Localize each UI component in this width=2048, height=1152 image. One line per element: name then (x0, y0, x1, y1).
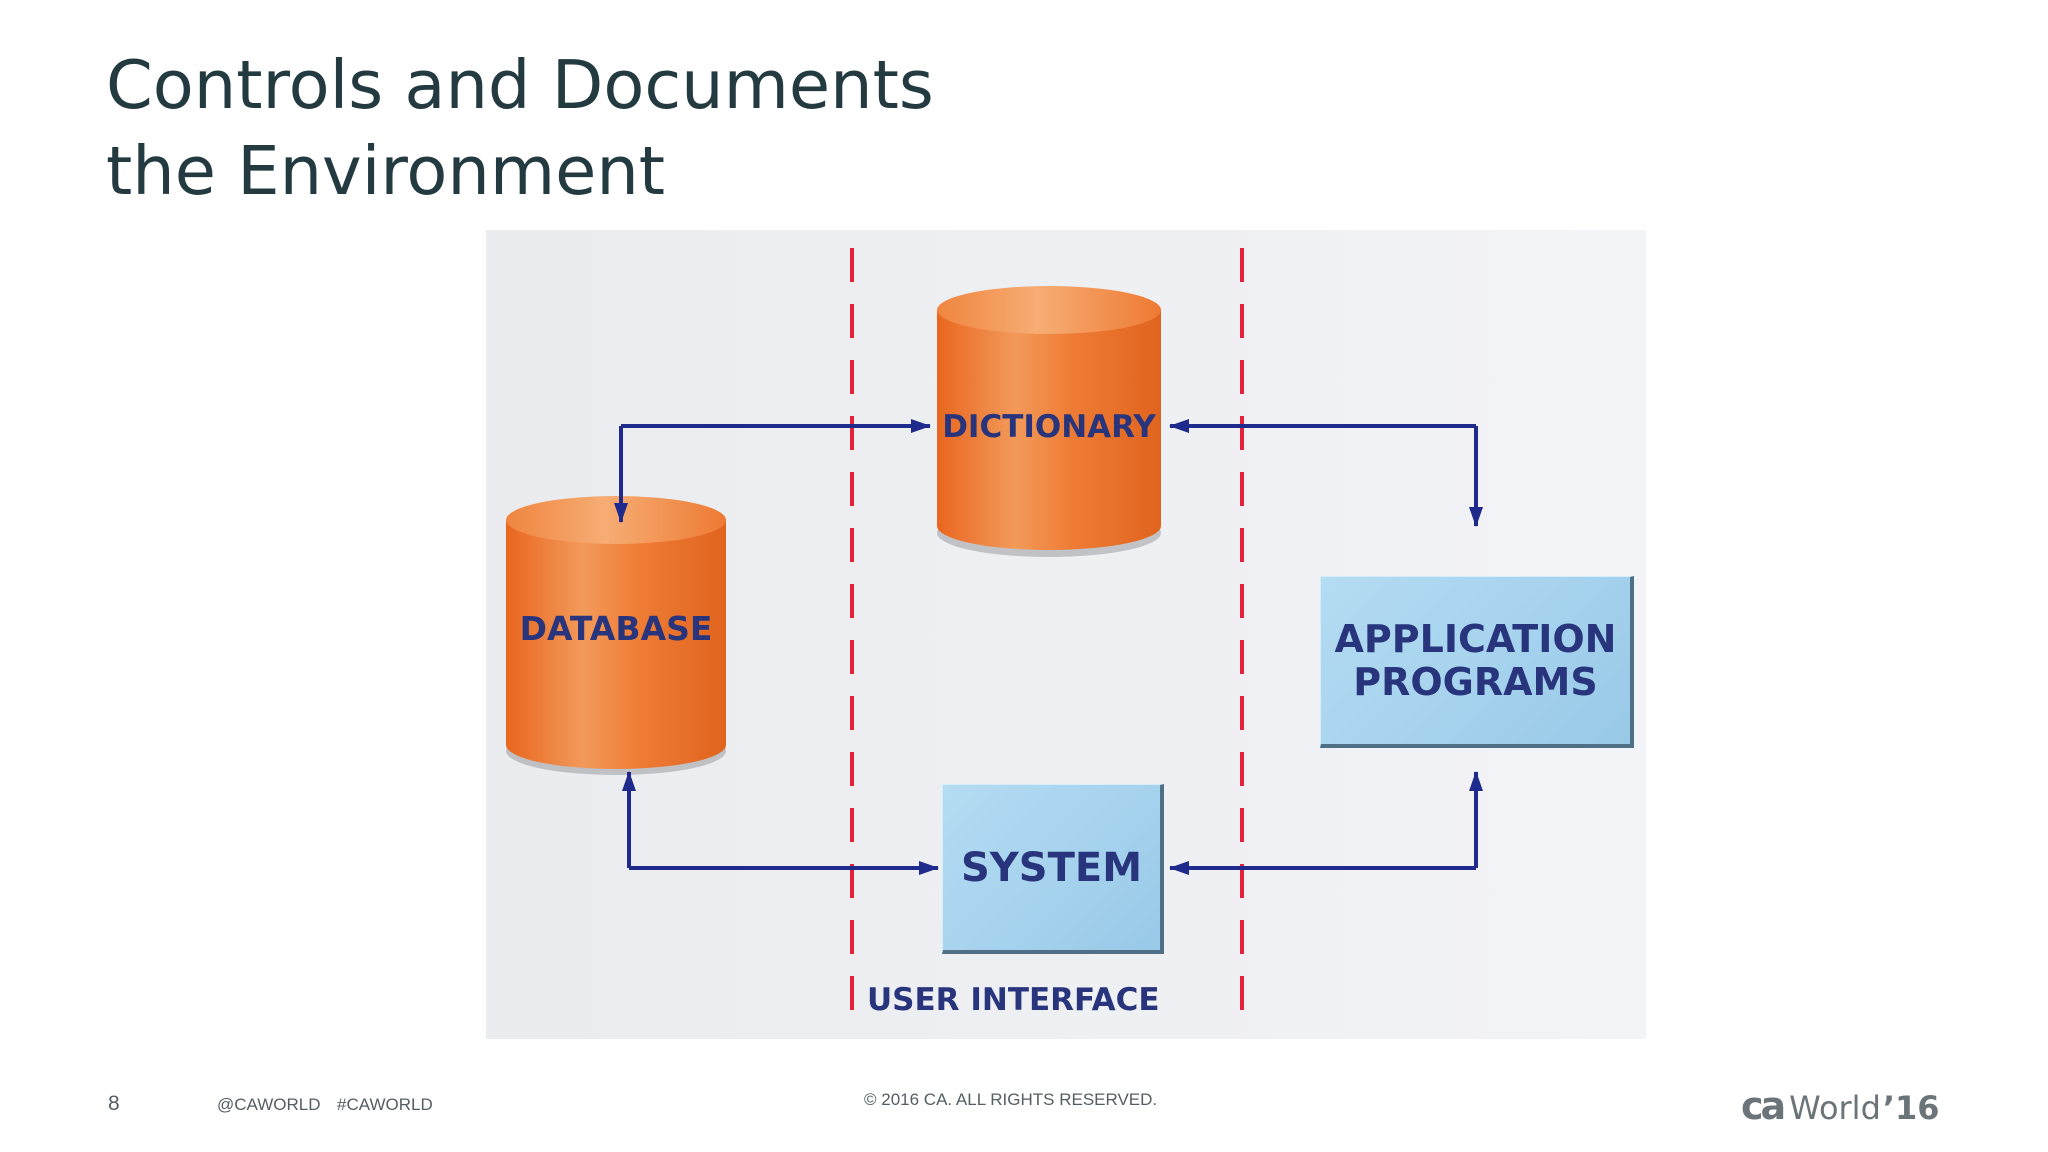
user-interface-label: USER INTERFACE (867, 982, 1160, 1018)
application-programs-label-line-2: PROGRAMS (1353, 659, 1598, 704)
hashtag: #CAWORLD (337, 1095, 433, 1114)
title-line-2: the Environment (106, 132, 666, 210)
system-box: SYSTEM (942, 784, 1164, 954)
database-label: DATABASE (520, 609, 713, 648)
twitter-handle: @CAWORLD (217, 1095, 321, 1114)
copyright-notice: © 2016 CA. ALL RIGHTS RESERVED. (864, 1090, 1158, 1109)
ca-world-logo: ca World ’16 (1741, 1084, 1940, 1130)
environment-diagram: DICTIONARY DATABASE SYSTEM APPLICATION P… (486, 230, 1646, 1039)
slide-title: Controls and Documents the Environment (106, 42, 934, 214)
dictionary-cylinder: DICTIONARY (937, 286, 1161, 557)
logo-world-text: World (1789, 1089, 1881, 1127)
application-programs-box: APPLICATION PROGRAMS (1320, 576, 1634, 748)
logo-year-text: ’16 (1882, 1089, 1940, 1127)
application-programs-label-line-1: APPLICATION (1334, 616, 1617, 661)
title-line-1: Controls and Documents (106, 46, 934, 124)
logo-ca-mark: ca (1741, 1084, 1786, 1128)
database-cylinder: DATABASE (506, 496, 726, 775)
diagram-graphics: DICTIONARY DATABASE (506, 248, 1483, 1026)
system-label: SYSTEM (961, 844, 1142, 891)
dictionary-label: DICTIONARY (942, 409, 1156, 445)
page-number: 8 (108, 1092, 120, 1115)
